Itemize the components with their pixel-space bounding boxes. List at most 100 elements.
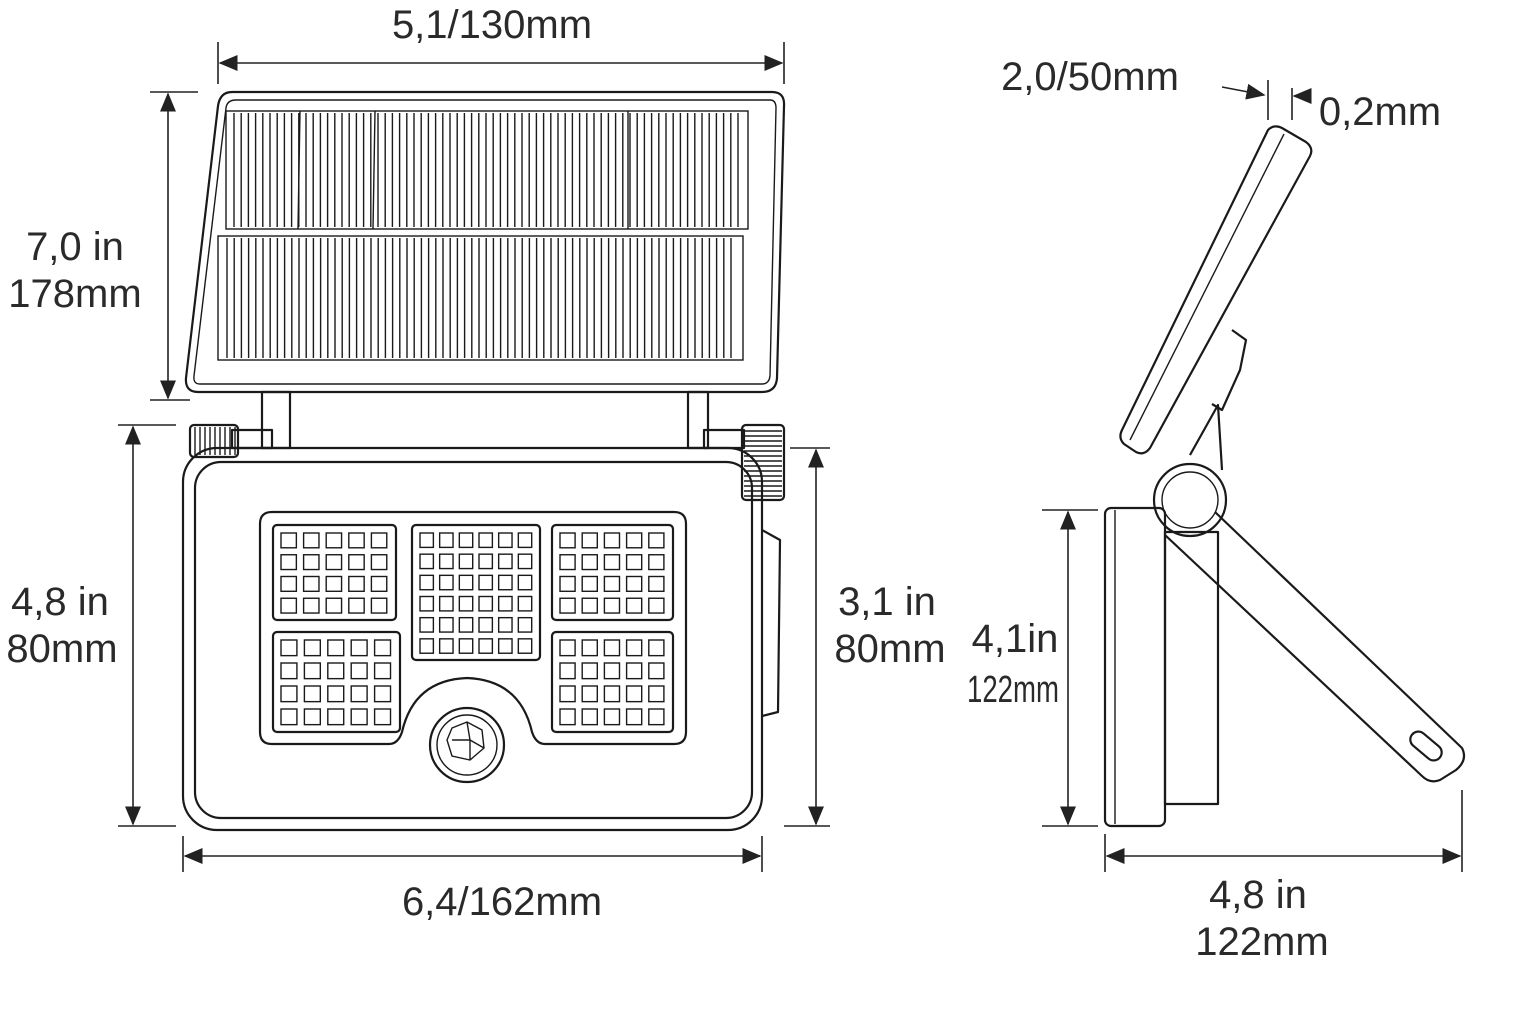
led-cell bbox=[419, 638, 435, 654]
led-cell bbox=[559, 597, 576, 614]
led-cell bbox=[370, 597, 388, 614]
led-cell bbox=[581, 575, 598, 592]
side-bracket bbox=[761, 529, 782, 718]
led-cell bbox=[648, 662, 665, 680]
led-cell bbox=[517, 532, 533, 549]
led-cell bbox=[280, 532, 298, 549]
led-cell bbox=[478, 616, 494, 633]
led-cell bbox=[625, 708, 643, 726]
led-cell bbox=[581, 597, 598, 614]
led-cell bbox=[517, 574, 533, 591]
led-cell bbox=[648, 532, 665, 549]
led-cell bbox=[517, 638, 533, 654]
led-cell bbox=[325, 554, 343, 571]
led-cell bbox=[648, 575, 665, 592]
led-cell bbox=[625, 639, 643, 657]
led-cell bbox=[603, 685, 621, 703]
led-cell bbox=[419, 532, 435, 549]
led-cell bbox=[581, 639, 598, 657]
led-cell bbox=[517, 616, 533, 633]
body-height-right-in-label: 3,1 in bbox=[838, 580, 936, 624]
led-cell bbox=[438, 595, 454, 612]
adjustment-knob-left bbox=[188, 423, 240, 459]
led-cell bbox=[581, 532, 598, 549]
side-height-mm-label: 122mm bbox=[967, 669, 1059, 711]
led-modules bbox=[271, 523, 675, 734]
led-cell bbox=[419, 616, 435, 633]
side-view bbox=[1103, 125, 1466, 828]
side-depth-in-label: 4,8 in bbox=[1209, 873, 1307, 917]
led-cell bbox=[478, 638, 494, 654]
body-height-left-in-label: 4,8 in bbox=[11, 580, 109, 624]
led-cell bbox=[280, 554, 298, 571]
side-depth-mm-label: 122mm bbox=[1195, 920, 1328, 964]
led-cell bbox=[373, 662, 392, 680]
led-cell bbox=[280, 575, 298, 592]
led-cell bbox=[458, 553, 474, 570]
led-cell bbox=[648, 639, 665, 657]
led-cell bbox=[559, 685, 576, 703]
led-cell bbox=[370, 532, 388, 549]
led-cell bbox=[559, 639, 576, 657]
led-cell bbox=[559, 662, 576, 680]
led-cell bbox=[348, 575, 365, 592]
led-cell bbox=[458, 638, 474, 654]
led-cell bbox=[325, 597, 343, 614]
side-stand-arm bbox=[1164, 511, 1466, 783]
led-cell bbox=[603, 532, 621, 549]
cell-divider bbox=[297, 110, 301, 230]
top-width-label: 5,1/130mm bbox=[392, 3, 592, 47]
led-cell bbox=[303, 662, 322, 680]
led-cell bbox=[497, 595, 513, 612]
led-cell bbox=[373, 685, 392, 703]
led-cell bbox=[625, 597, 643, 614]
led-cell bbox=[438, 638, 454, 654]
solar-panel bbox=[184, 90, 786, 394]
led-cell bbox=[325, 532, 343, 549]
led-cell bbox=[497, 574, 513, 591]
led-cell bbox=[625, 532, 643, 549]
led-module bbox=[410, 523, 542, 662]
led-cell bbox=[603, 597, 621, 614]
led-module bbox=[271, 630, 402, 734]
led-cell bbox=[327, 662, 345, 680]
led-cell bbox=[478, 532, 494, 549]
led-cell bbox=[348, 554, 365, 571]
panel-thickness-label: 2,0/50mm bbox=[1001, 55, 1179, 99]
led-cell bbox=[280, 685, 298, 703]
led-cell bbox=[438, 616, 454, 633]
side-solar-panel bbox=[1119, 125, 1313, 455]
led-cell bbox=[625, 554, 643, 571]
led-cell bbox=[302, 554, 320, 571]
body-height-right-mm-label: 80mm bbox=[834, 627, 945, 671]
led-cell bbox=[458, 574, 474, 591]
led-cell bbox=[325, 575, 343, 592]
led-cell bbox=[458, 595, 474, 612]
led-cell bbox=[603, 575, 621, 592]
led-cell bbox=[348, 597, 365, 614]
led-cell bbox=[302, 575, 320, 592]
led-cell bbox=[497, 616, 513, 633]
led-cell bbox=[603, 708, 621, 726]
led-cell bbox=[350, 708, 368, 726]
panel-height-mm-label: 178mm bbox=[8, 272, 141, 316]
led-cell bbox=[648, 597, 665, 614]
led-cell bbox=[303, 708, 322, 726]
led-cell bbox=[559, 575, 576, 592]
led-cell bbox=[458, 532, 474, 549]
led-cell bbox=[280, 597, 298, 614]
led-cell bbox=[350, 639, 368, 657]
led-cell bbox=[559, 554, 576, 571]
led-cell bbox=[497, 553, 513, 570]
led-cell bbox=[603, 639, 621, 657]
led-cell bbox=[497, 532, 513, 549]
led-cell bbox=[517, 595, 533, 612]
gap-label: 0,2mm bbox=[1319, 90, 1441, 134]
led-cell bbox=[280, 708, 298, 726]
side-bracket-stem bbox=[1189, 403, 1224, 471]
cell-divider bbox=[372, 110, 376, 230]
led-cell bbox=[280, 639, 298, 657]
led-cell bbox=[458, 616, 474, 633]
front-dimensions: 5,1/130mm 7,0 in 178mm 4,8 in 80mm 3,1 i… bbox=[6, 3, 945, 924]
body-height-left-mm-label: 80mm bbox=[6, 627, 117, 671]
